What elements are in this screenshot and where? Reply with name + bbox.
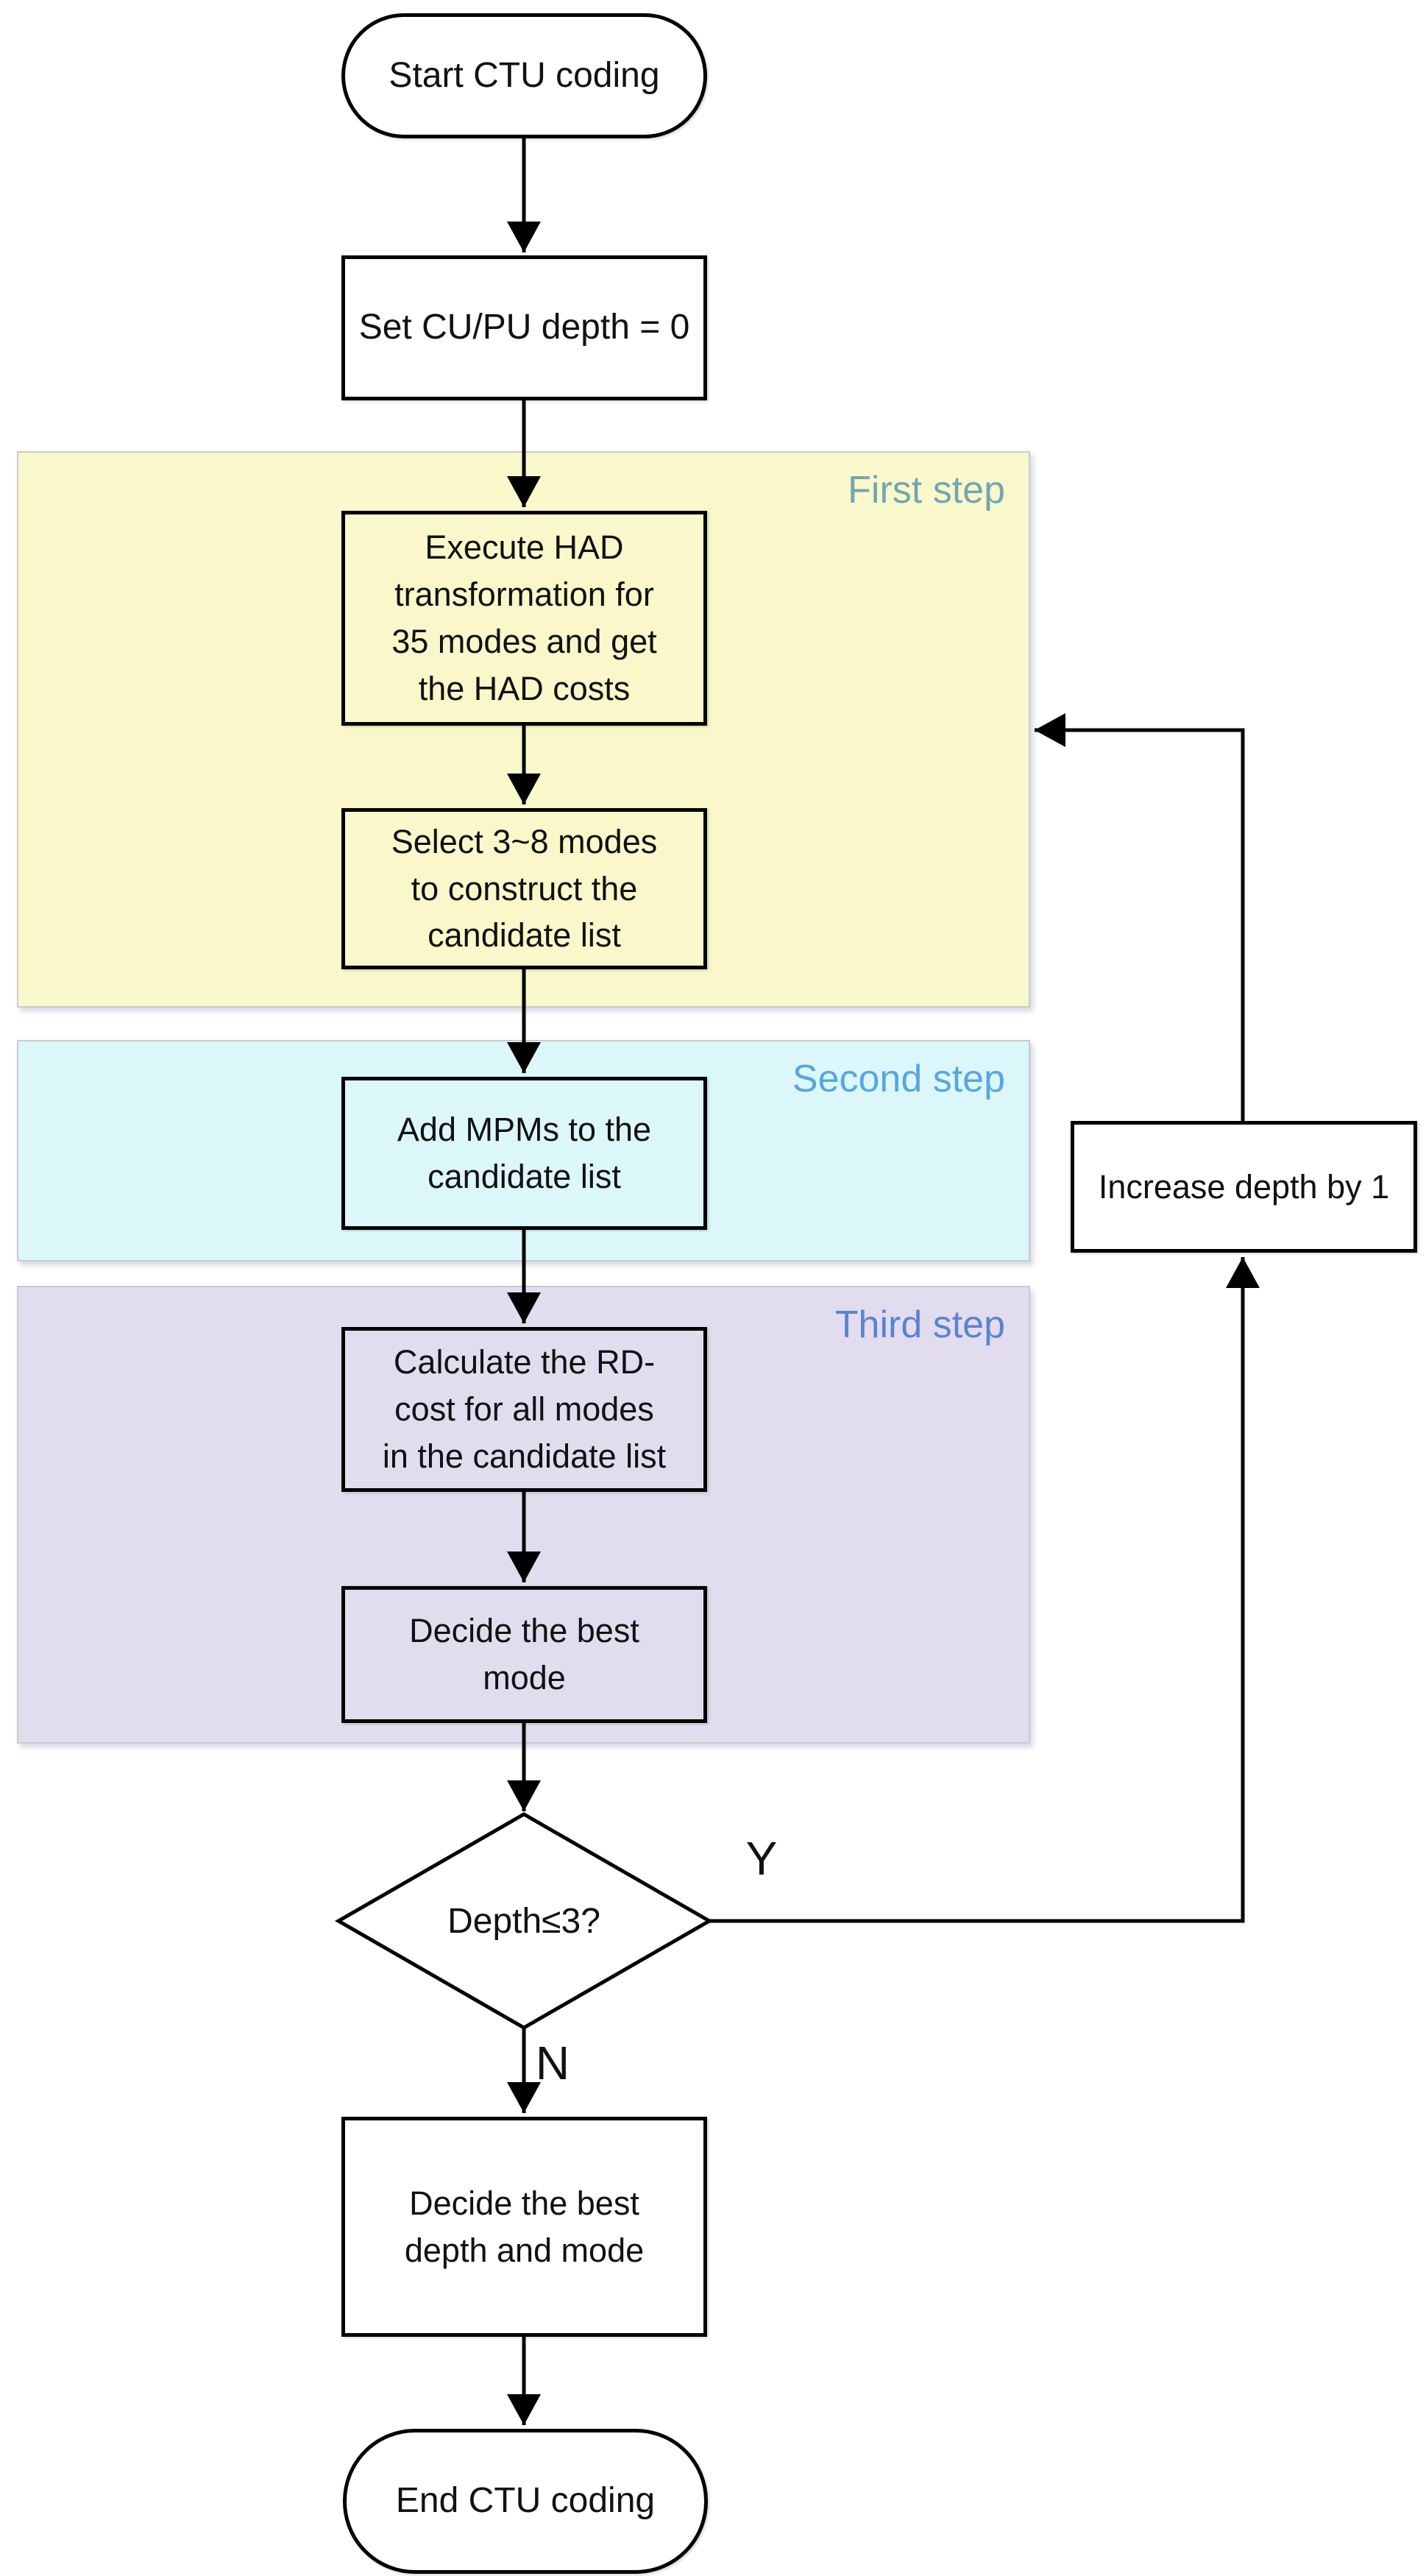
edge-loop-back-to-first-step [1035, 713, 1245, 1121]
end-terminator: End CTU coding [343, 2429, 708, 2574]
add-mpms-process: Add MPMs to the candidate list [341, 1077, 707, 1230]
depth-decision-label: Depth≤3? [447, 1901, 600, 1941]
branch-label-no: N [535, 2037, 570, 2090]
decide-best-mode-process: Decide the best mode [341, 1586, 707, 1723]
branch-label-yes: Y [745, 1832, 778, 1885]
select-modes-process: Select 3~8 modes to construct the candid… [341, 808, 707, 969]
execute-had-process: Execute HAD transformation for 35 modes … [341, 511, 707, 726]
region-second-step-label: Second step [792, 1058, 1005, 1100]
increase-depth-process: Increase depth by 1 [1071, 1121, 1417, 1253]
set-depth-process: Set CU/PU depth = 0 [341, 255, 707, 400]
calc-rd-cost-process: Calculate the RD- cost for all modes in … [341, 1327, 707, 1492]
start-terminator: Start CTU coding [341, 13, 707, 138]
decide-depth-mode-process: Decide the best depth and mode [341, 2117, 707, 2337]
region-third-step-label: Third step [834, 1303, 1005, 1346]
region-first-step-label: First step [848, 469, 1005, 512]
